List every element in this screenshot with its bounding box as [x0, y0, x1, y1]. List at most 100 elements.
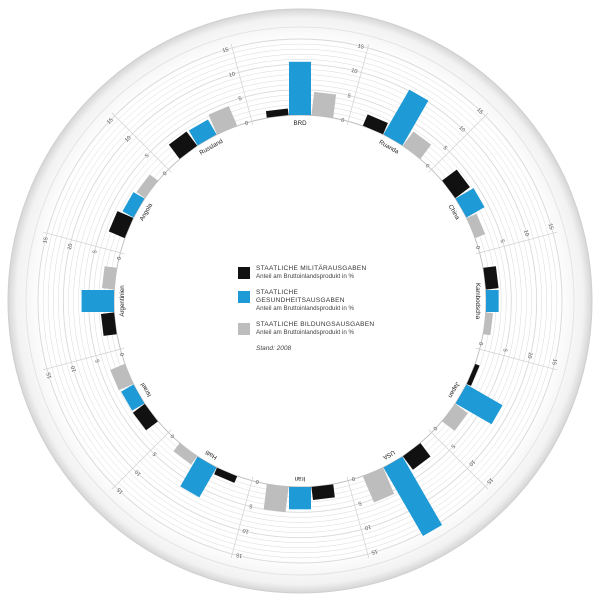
tick-label: 15 [46, 372, 53, 380]
tick-label: 10 [467, 458, 476, 467]
sector-divider [475, 347, 558, 371]
grid-ring [47, 48, 553, 554]
tick-label: 10 [242, 527, 250, 534]
sector-divider [428, 429, 489, 490]
tick-label: 5 [144, 153, 150, 159]
legend-label-military: STAATLICHE MILITÄRAUSGABEN [256, 265, 367, 272]
tick-label: 0 [162, 171, 168, 177]
tick-label: 5 [358, 499, 363, 506]
bar-health-russland [188, 119, 217, 146]
bar-education-kambodscha [483, 312, 494, 336]
tick-label: 10 [71, 365, 78, 373]
bar-health-haiti [180, 456, 217, 498]
sector-divider [230, 476, 254, 559]
category-label-kambodscha: Kambodscha [474, 283, 481, 320]
category-label-brd: BRD [293, 120, 307, 127]
tick-label: 0 [424, 163, 430, 169]
legend-item-education: STAATLICHE BILDUNGSAUSGABEN Anteil am Br… [238, 321, 388, 337]
tick-label: 5 [347, 93, 352, 100]
bars [81, 61, 503, 537]
tick-label: 5 [249, 502, 254, 509]
bar-health-japan [455, 384, 503, 425]
grid-ring [42, 43, 558, 559]
bar-education-israel [110, 363, 134, 391]
tick-label: 15 [116, 486, 125, 495]
tick-label: 10 [124, 135, 133, 144]
grid-ring [52, 53, 548, 549]
bar-military-usa [402, 443, 431, 470]
category-label-iran: Iran [294, 475, 305, 482]
sector-divider [230, 43, 254, 126]
tick-label: 15 [42, 237, 49, 245]
bar-military-china [442, 169, 470, 199]
sector-divider [42, 231, 125, 255]
legend-item-military: STAATLICHE MILITÄRAUSGABEN Anteil am Bru… [238, 265, 388, 281]
tick-label: 5 [498, 239, 505, 244]
tick-label: 0 [170, 433, 176, 439]
tick-label: 5 [92, 250, 99, 255]
tick-label: 10 [364, 523, 372, 530]
tick-label: 10 [457, 125, 466, 134]
bar-education-argentinien [101, 266, 117, 290]
tick-label: 15 [371, 548, 379, 555]
sector-divider [111, 429, 172, 490]
bar-military-haiti [214, 467, 238, 483]
sector-divider [475, 231, 558, 255]
tick-label: 0 [244, 120, 249, 127]
legend: STAATLICHE MILITÄRAUSGABEN Anteil am Bru… [238, 265, 388, 352]
bar-military-argentinien [100, 312, 117, 336]
bar-education-haiti [173, 443, 198, 465]
tick-label: 10 [526, 351, 533, 359]
legend-swatch-education [238, 323, 250, 335]
tick-label: 10 [522, 229, 529, 237]
tick-label: 5 [95, 359, 102, 364]
sector-divider [346, 43, 370, 126]
sector-divider [111, 112, 172, 173]
tick-label: 5 [238, 96, 243, 103]
tick-label: 0 [432, 425, 438, 431]
tick-label: 0 [340, 118, 345, 125]
tick-label: 5 [152, 450, 158, 456]
legend-subtitle-health: Anteil am Bruttoinlandsprodukt in % [256, 305, 355, 312]
bar-education-ruanda [402, 131, 432, 159]
bar-military-brd [265, 108, 289, 118]
tick-label: 15 [236, 551, 244, 558]
bar-health-argentinien [81, 290, 114, 312]
bar-education-china [466, 213, 486, 239]
tick-label: 10 [350, 68, 358, 75]
tick-label: 5 [501, 348, 508, 353]
tick-label: 15 [357, 43, 365, 50]
bar-education-usa [362, 467, 395, 503]
tick-label: 10 [67, 243, 74, 251]
bar-education-brd [311, 91, 337, 118]
tick-label: 0 [255, 478, 260, 485]
legend-subtitle-education: Anteil am Bruttoinlandsprodukt in % [256, 329, 355, 336]
tick-label: 0 [477, 341, 484, 346]
tick-label: 0 [351, 475, 356, 482]
bar-health-usa [383, 456, 443, 537]
grid-ring [37, 38, 563, 564]
legend-subtitle-military: Anteil am Bruttoinlandsprodukt in % [256, 273, 355, 280]
grid-ring [58, 59, 542, 543]
tick-label: 15 [550, 358, 557, 366]
bar-health-ruanda [383, 89, 429, 146]
bar-military-angola [108, 211, 134, 239]
bar-education-japan [442, 403, 468, 431]
bar-health-kambodscha [486, 290, 499, 312]
bar-health-iran [289, 487, 311, 510]
tick-label: 0 [119, 352, 126, 357]
tick-labels: 0 5 10 15 0 5 10 15 0 5 10 15 0 5 10 15 0 5 10 15 0 5 10 15 0 5 10… [42, 43, 557, 558]
tick-label: 15 [547, 223, 554, 231]
bar-health-angola [122, 192, 145, 218]
data-year-note: Stand: 2008 [256, 345, 292, 352]
tick-label: 0 [474, 245, 481, 250]
tick-label: 15 [485, 476, 494, 485]
tick-label: 10 [228, 72, 236, 79]
legend-label-health: STAATLICHE GESUNDHEITSAUSGABEN [256, 289, 345, 304]
sector-divider [42, 347, 125, 371]
category-label-argentinien: Argentinien [119, 285, 126, 317]
legend-swatch-health [238, 291, 250, 303]
bar-military-kambodscha [483, 266, 499, 290]
tick-label: 5 [442, 145, 448, 151]
